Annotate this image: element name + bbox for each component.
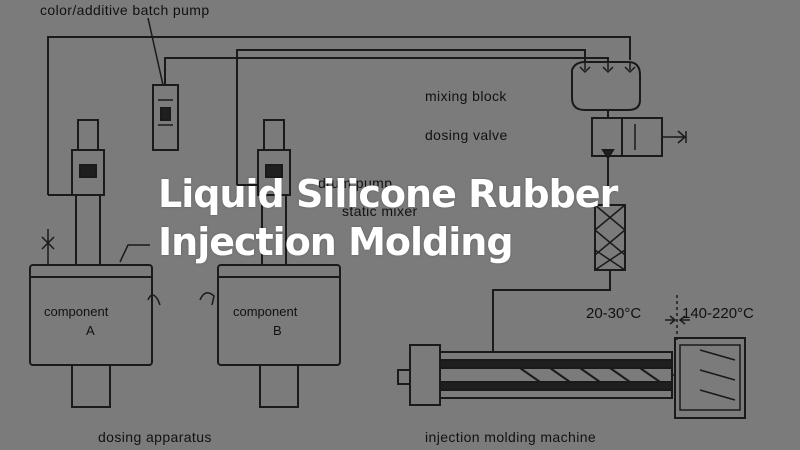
tank-b-handle — [199, 292, 215, 306]
title-line-2: Injection Molding — [158, 220, 514, 264]
temp-cold-arrow — [665, 315, 677, 325]
drum-pump-label: drum pump — [318, 175, 392, 191]
page-title: Liquid Silicone Rubber Injection Molding — [158, 170, 758, 266]
batch-pump — [152, 84, 179, 151]
barrel-wall-bottom — [439, 381, 673, 391]
drum-pump-a-shaft — [75, 194, 101, 266]
pipe-additive — [164, 57, 609, 85]
valve-a — [41, 229, 55, 265]
pipe-a-return — [119, 244, 150, 263]
tank-a-handle — [147, 294, 161, 306]
mixing-block — [571, 61, 641, 111]
barrel-wall-top — [439, 359, 673, 369]
flow-arrow — [601, 149, 615, 160]
pipe-component-a — [47, 36, 631, 195]
mixing-block-label: mixing block — [425, 88, 507, 104]
mixing-block-inlets — [584, 62, 631, 70]
mold-cavity — [679, 344, 741, 411]
machine-drive-shaft — [397, 369, 411, 385]
mold — [674, 337, 746, 419]
drum-pump-a-detail — [79, 164, 97, 178]
batch-pump-leader — [147, 17, 164, 86]
component-b-letter: B — [273, 323, 282, 338]
pipe-to-machine — [492, 270, 611, 355]
injection-screw — [519, 367, 661, 383]
mixing-block-check-valves — [579, 66, 636, 74]
machine-barrel — [439, 351, 673, 399]
title-line-1: Liquid Silicone Rubber — [158, 172, 618, 216]
batch-pump-label: color/additive batch pump — [40, 2, 210, 18]
static-mixer-label: static mixer — [342, 203, 418, 219]
temp-cold-label: 20-30°C — [586, 305, 641, 322]
temp-hot-label: 140-220°C — [682, 305, 754, 322]
component-b-label: component — [233, 304, 298, 319]
dosing-valve-signal-arrow — [662, 130, 687, 144]
dosing-valve-label: dosing valve — [425, 127, 508, 143]
batch-pump-piston — [160, 107, 171, 121]
component-a-letter: A — [86, 323, 95, 338]
drum-pump-b-top — [263, 119, 285, 151]
temp-hot-arrow — [678, 315, 690, 325]
static-mixer-elements — [594, 204, 626, 271]
injection-machine-label: injection molding machine — [425, 429, 596, 445]
tank-a-base — [71, 364, 111, 408]
dosing-valve-actuator — [621, 117, 663, 157]
component-a-label: component — [44, 304, 109, 319]
tank-b-base — [259, 364, 299, 408]
drum-pump-b-detail — [265, 164, 283, 178]
pipe-component-b — [236, 49, 586, 185]
drum-pump-a-top — [77, 119, 99, 151]
dosing-apparatus-label: dosing apparatus — [98, 429, 212, 445]
machine-drive — [409, 344, 441, 406]
drum-pump-b-shaft — [261, 194, 287, 266]
